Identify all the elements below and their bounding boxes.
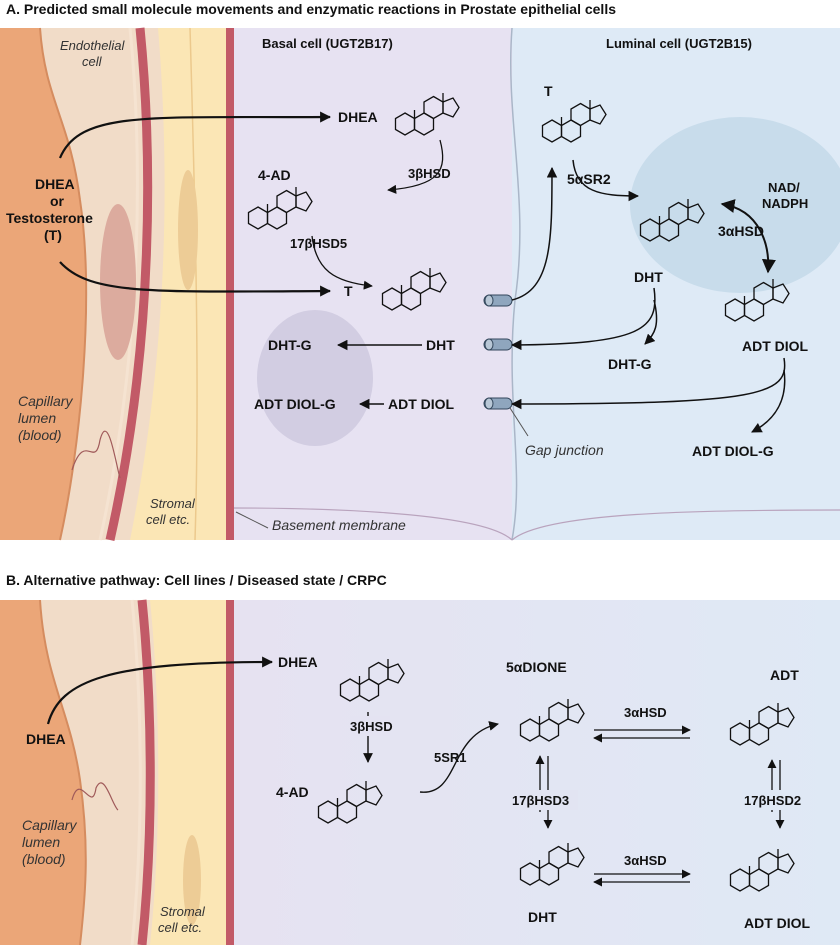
panel-b xyxy=(0,599,840,945)
source-label-4: (T) xyxy=(44,227,62,243)
vessel-wall-b xyxy=(137,599,155,945)
b-3bhsd-label: 3βHSD xyxy=(350,719,393,734)
gap-junction-1 xyxy=(483,294,513,307)
luminal-adtdiolg-label: ADT DIOL-G xyxy=(692,443,774,459)
b-17bhsd3-label: 17βHSD3 xyxy=(512,793,569,808)
arrow-4ad-to-t xyxy=(311,235,373,290)
b-5sr1-label: 5SR1 xyxy=(434,750,467,765)
arrow-dht-adtdiol-cycle xyxy=(720,199,776,274)
basal-dht-label: DHT xyxy=(426,337,455,353)
basal-adtdiol-label: ADT DIOL xyxy=(388,396,455,412)
vessel-wall xyxy=(105,27,153,541)
capillary-label-2: lumen xyxy=(18,410,56,426)
basal-nucleus xyxy=(257,310,373,446)
basal-dhtg-label: DHT-G xyxy=(268,337,312,353)
luminal-cell xyxy=(512,28,840,540)
source-label-3: Testosterone xyxy=(6,210,93,226)
basal-4ad-label: 4-AD xyxy=(258,167,291,183)
capillary-b-label-3: (blood) xyxy=(22,851,66,867)
panel-a xyxy=(0,27,840,541)
arrow-b-source-to-dhea xyxy=(46,656,274,725)
capillary-b-label-1: Capillary xyxy=(22,817,77,833)
panel-b-source-label: DHEA xyxy=(26,731,66,747)
basal-cell-title: Basal cell (UGT2B17) xyxy=(262,36,393,51)
arrow-t-to-dht xyxy=(572,159,640,202)
capillary-b-label-2: lumen xyxy=(22,834,60,850)
endothelial-label: Endothelial xyxy=(60,38,125,53)
luminal-nucleus xyxy=(630,117,840,293)
stromal-b-label-2: cell etc. xyxy=(158,920,202,935)
stromal-b-label-1: Stromal xyxy=(160,904,206,919)
gap-junction-3 xyxy=(483,397,513,410)
panel-a-title: A. Predicted small molecule movements an… xyxy=(6,1,616,17)
luminal-nad-label-1: NAD/ xyxy=(768,180,800,195)
b-adtdiol-label: ADT DIOL xyxy=(744,915,811,931)
basement-membrane xyxy=(226,28,234,540)
gap-junction-2 xyxy=(483,338,513,351)
b-dht-label: DHT xyxy=(528,909,557,925)
luminal-dhtg-label: DHT-G xyxy=(608,356,652,372)
b-3ahsd-bottom-label: 3αHSD xyxy=(624,853,667,868)
basal-dhea-label: DHEA xyxy=(338,109,378,125)
cell-region-b xyxy=(232,600,840,945)
capillary-label-1: Capillary xyxy=(18,393,73,409)
stromal-label-2: cell etc. xyxy=(146,512,190,527)
b-4ad-label: 4-AD xyxy=(276,784,309,800)
arrow-dhea-to-4ad xyxy=(387,139,444,194)
basement-membrane-b xyxy=(226,600,234,945)
source-label-2: or xyxy=(50,193,65,209)
b-dione-label: 5αDIONE xyxy=(506,659,567,675)
basal-3bhsd-label: 3βHSD xyxy=(408,166,451,181)
b-3ahsd-top-label: 3αHSD xyxy=(624,705,667,720)
arrow-source-to-dhea xyxy=(58,111,332,159)
arrow-b-4ad-to-dione xyxy=(419,721,499,793)
basal-17bhsd5-label: 17βHSD5 xyxy=(290,236,347,251)
capillary-lumen-b xyxy=(0,600,86,945)
panel-b-title: B. Alternative pathway: Cell lines / Dis… xyxy=(6,572,387,588)
luminal-t-label: T xyxy=(544,83,553,99)
luminal-nad-label-2: NADPH xyxy=(762,196,808,211)
luminal-5asr2-label: 5αSR2 xyxy=(567,171,611,187)
source-label-1: DHEA xyxy=(35,176,75,192)
gap-junction-label: Gap junction xyxy=(525,442,604,458)
b-adt-label: ADT xyxy=(770,667,799,683)
luminal-cell-title: Luminal cell (UGT2B15) xyxy=(606,36,752,51)
arrow-adtdiol-to-g-luminal xyxy=(751,369,786,433)
basal-t-label: T xyxy=(344,283,353,299)
capillary-lumen xyxy=(0,28,87,540)
stromal-label-1: Stromal xyxy=(150,496,196,511)
endothelial-label-2: cell xyxy=(82,54,103,69)
luminal-adtdiol-label: ADT DIOL xyxy=(742,338,809,354)
arrow-luminal-dht-to-dhtg xyxy=(644,299,658,345)
capillary-label-3: (blood) xyxy=(18,427,62,443)
basement-membrane-label: Basement membrane xyxy=(272,517,406,533)
b-17bhsd2-label: 17βHSD2 xyxy=(744,793,801,808)
arrow-source-to-t xyxy=(59,261,332,297)
b-dhea-label: DHEA xyxy=(278,654,318,670)
arrow-gap-to-luminal-t xyxy=(511,166,558,301)
basal-cell xyxy=(232,28,512,540)
luminal-dht-label: DHT xyxy=(634,269,663,285)
basal-adtdiolg-label: ADT DIOL-G xyxy=(254,396,336,412)
